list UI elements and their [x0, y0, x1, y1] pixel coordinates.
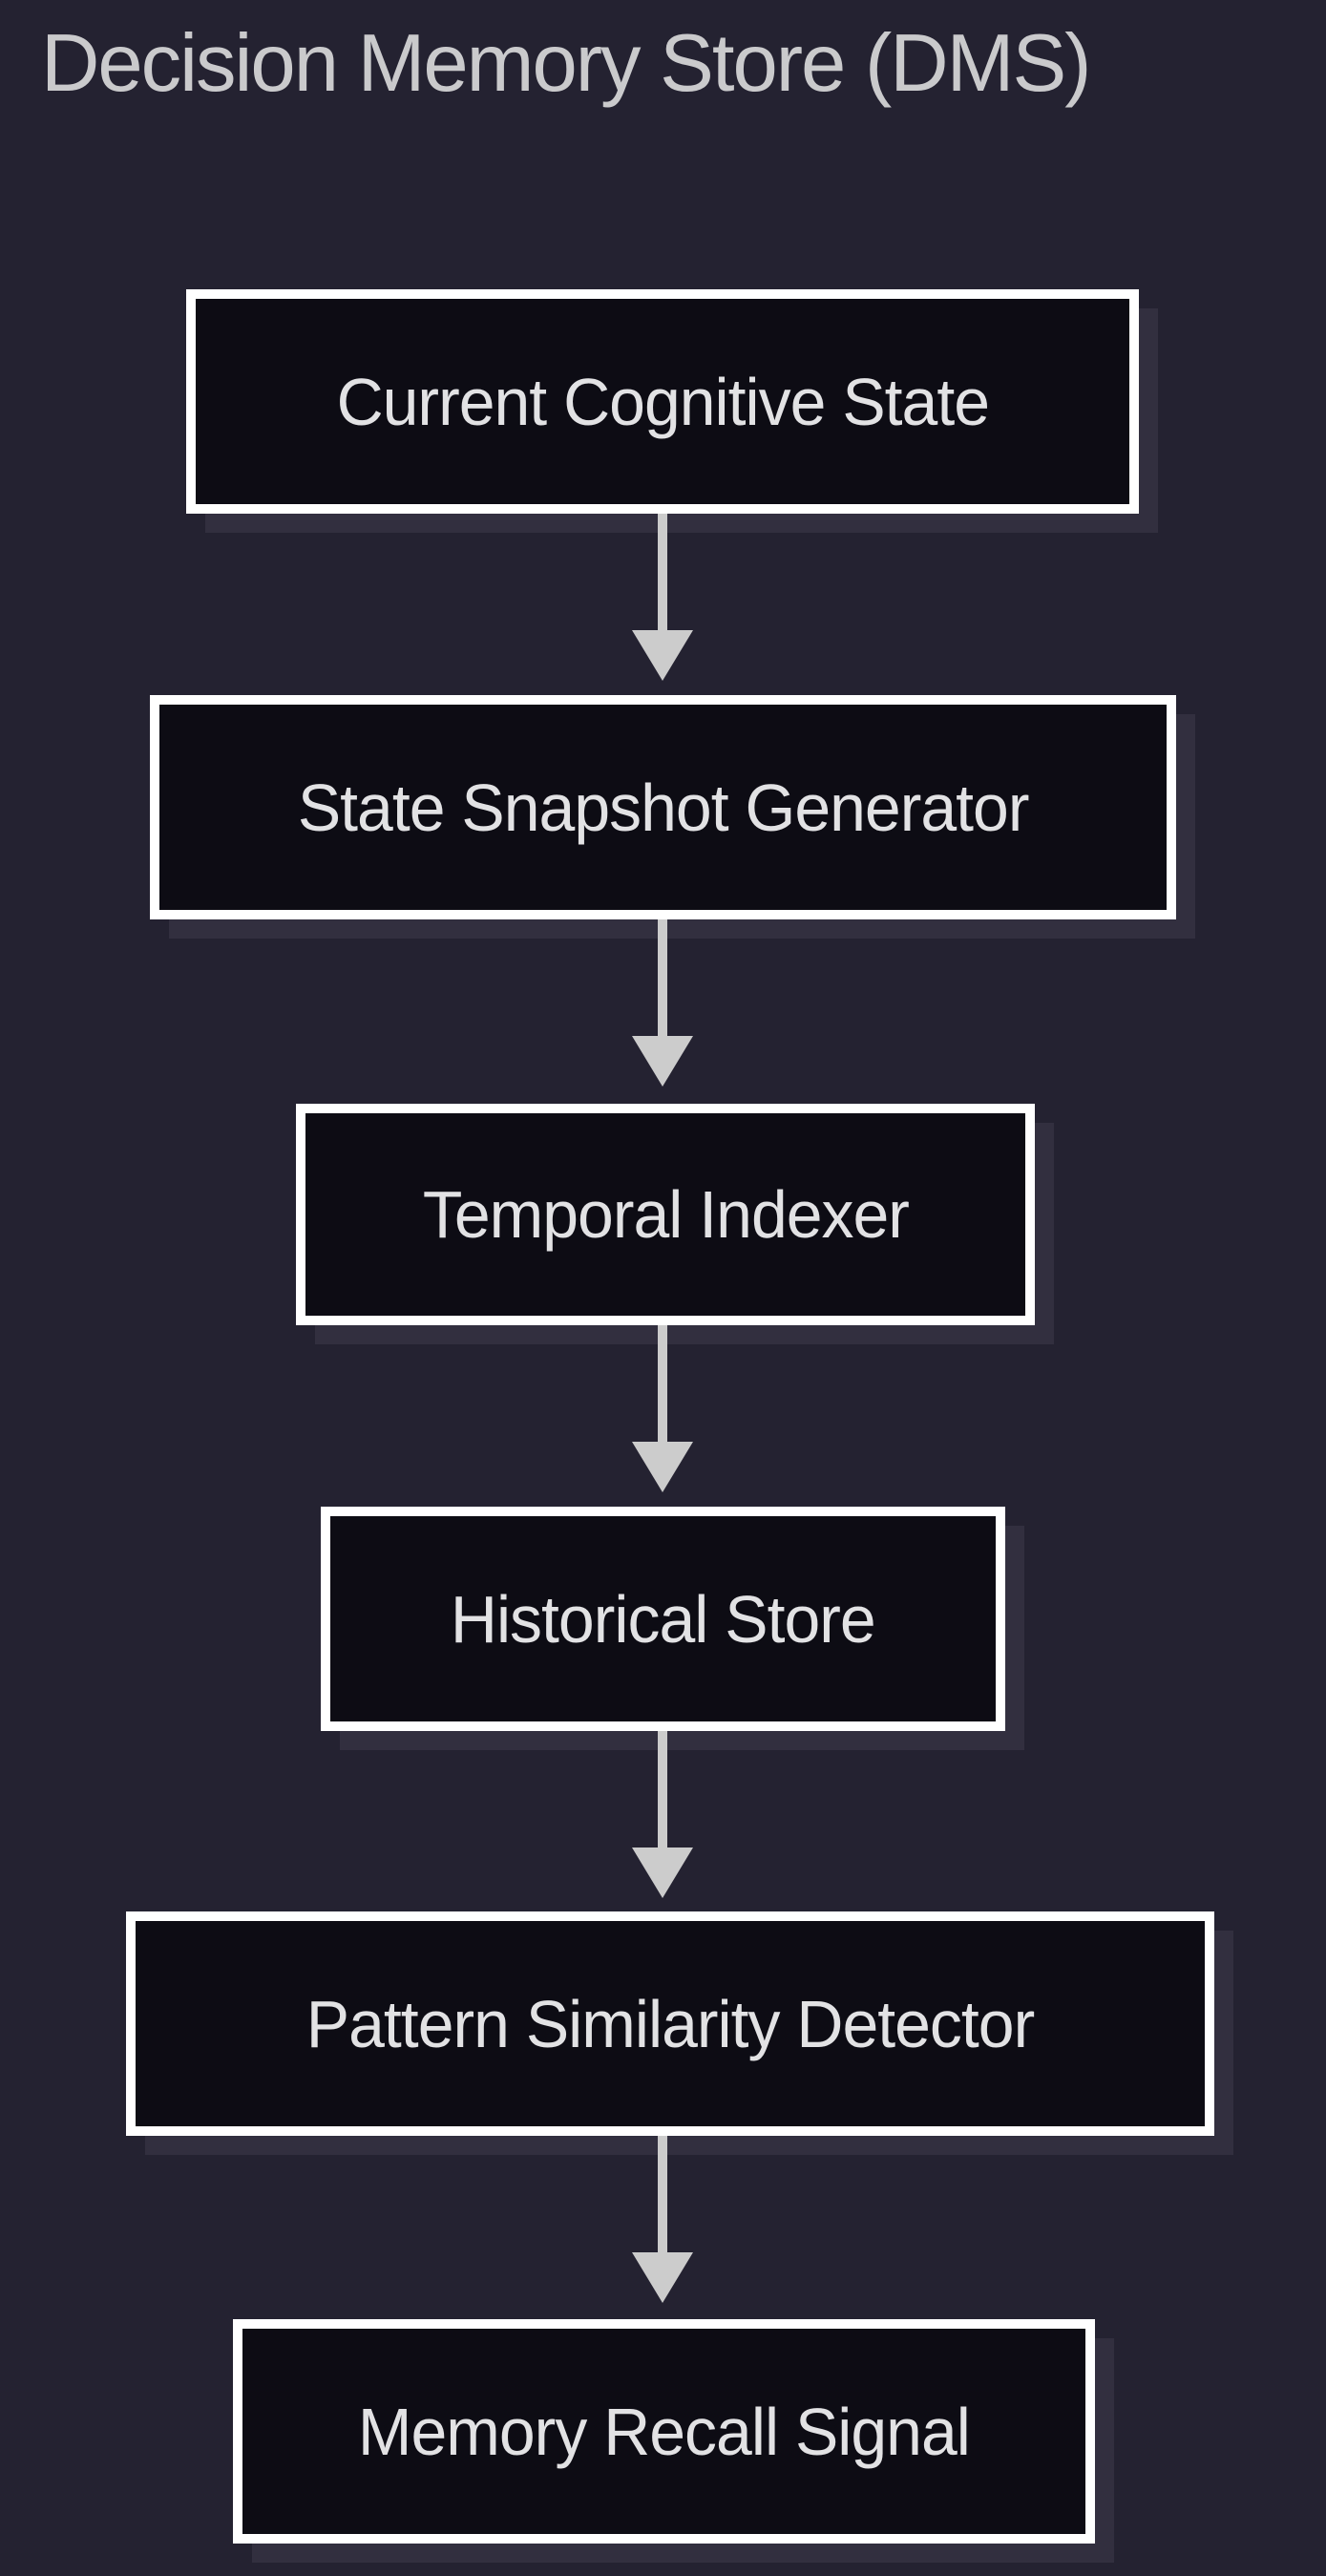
arrow-shaft: [658, 1731, 667, 1848]
flow-node-historical-store: Historical Store: [321, 1507, 1005, 1731]
arrow-down-icon: [632, 2252, 693, 2303]
diagram-title: Decision Memory Store (DMS): [41, 18, 1091, 109]
flow-arrow-4: [632, 1731, 693, 1898]
node-label: Historical Store: [451, 1581, 876, 1657]
node-label: Temporal Indexer: [422, 1177, 909, 1252]
node-label: Pattern Similarity Detector: [305, 1986, 1035, 2061]
arrow-down-icon: [632, 1848, 693, 1898]
arrow-down-icon: [632, 1442, 693, 1492]
arrow-shaft: [658, 1325, 667, 1442]
arrow-shaft: [658, 919, 667, 1036]
flow-arrow-3: [632, 1325, 693, 1492]
flow-node-state-snapshot-generator: State Snapshot Generator: [150, 695, 1176, 919]
flow-node-pattern-similarity-detector: Pattern Similarity Detector: [126, 1911, 1214, 2136]
flow-arrow-5: [632, 2136, 693, 2303]
flow-arrow-2: [632, 919, 693, 1087]
node-label: Current Cognitive State: [336, 364, 989, 439]
arrow-down-icon: [632, 630, 693, 681]
arrow-down-icon: [632, 1036, 693, 1087]
node-label: State Snapshot Generator: [297, 770, 1030, 845]
arrow-shaft: [658, 514, 667, 630]
flow-arrow-1: [632, 514, 693, 681]
node-label: Memory Recall Signal: [358, 2394, 971, 2469]
flow-node-memory-recall-signal: Memory Recall Signal: [233, 2319, 1095, 2544]
arrow-shaft: [658, 2136, 667, 2252]
flow-node-current-cognitive-state: Current Cognitive State: [186, 289, 1139, 514]
flow-node-temporal-indexer: Temporal Indexer: [296, 1104, 1035, 1325]
